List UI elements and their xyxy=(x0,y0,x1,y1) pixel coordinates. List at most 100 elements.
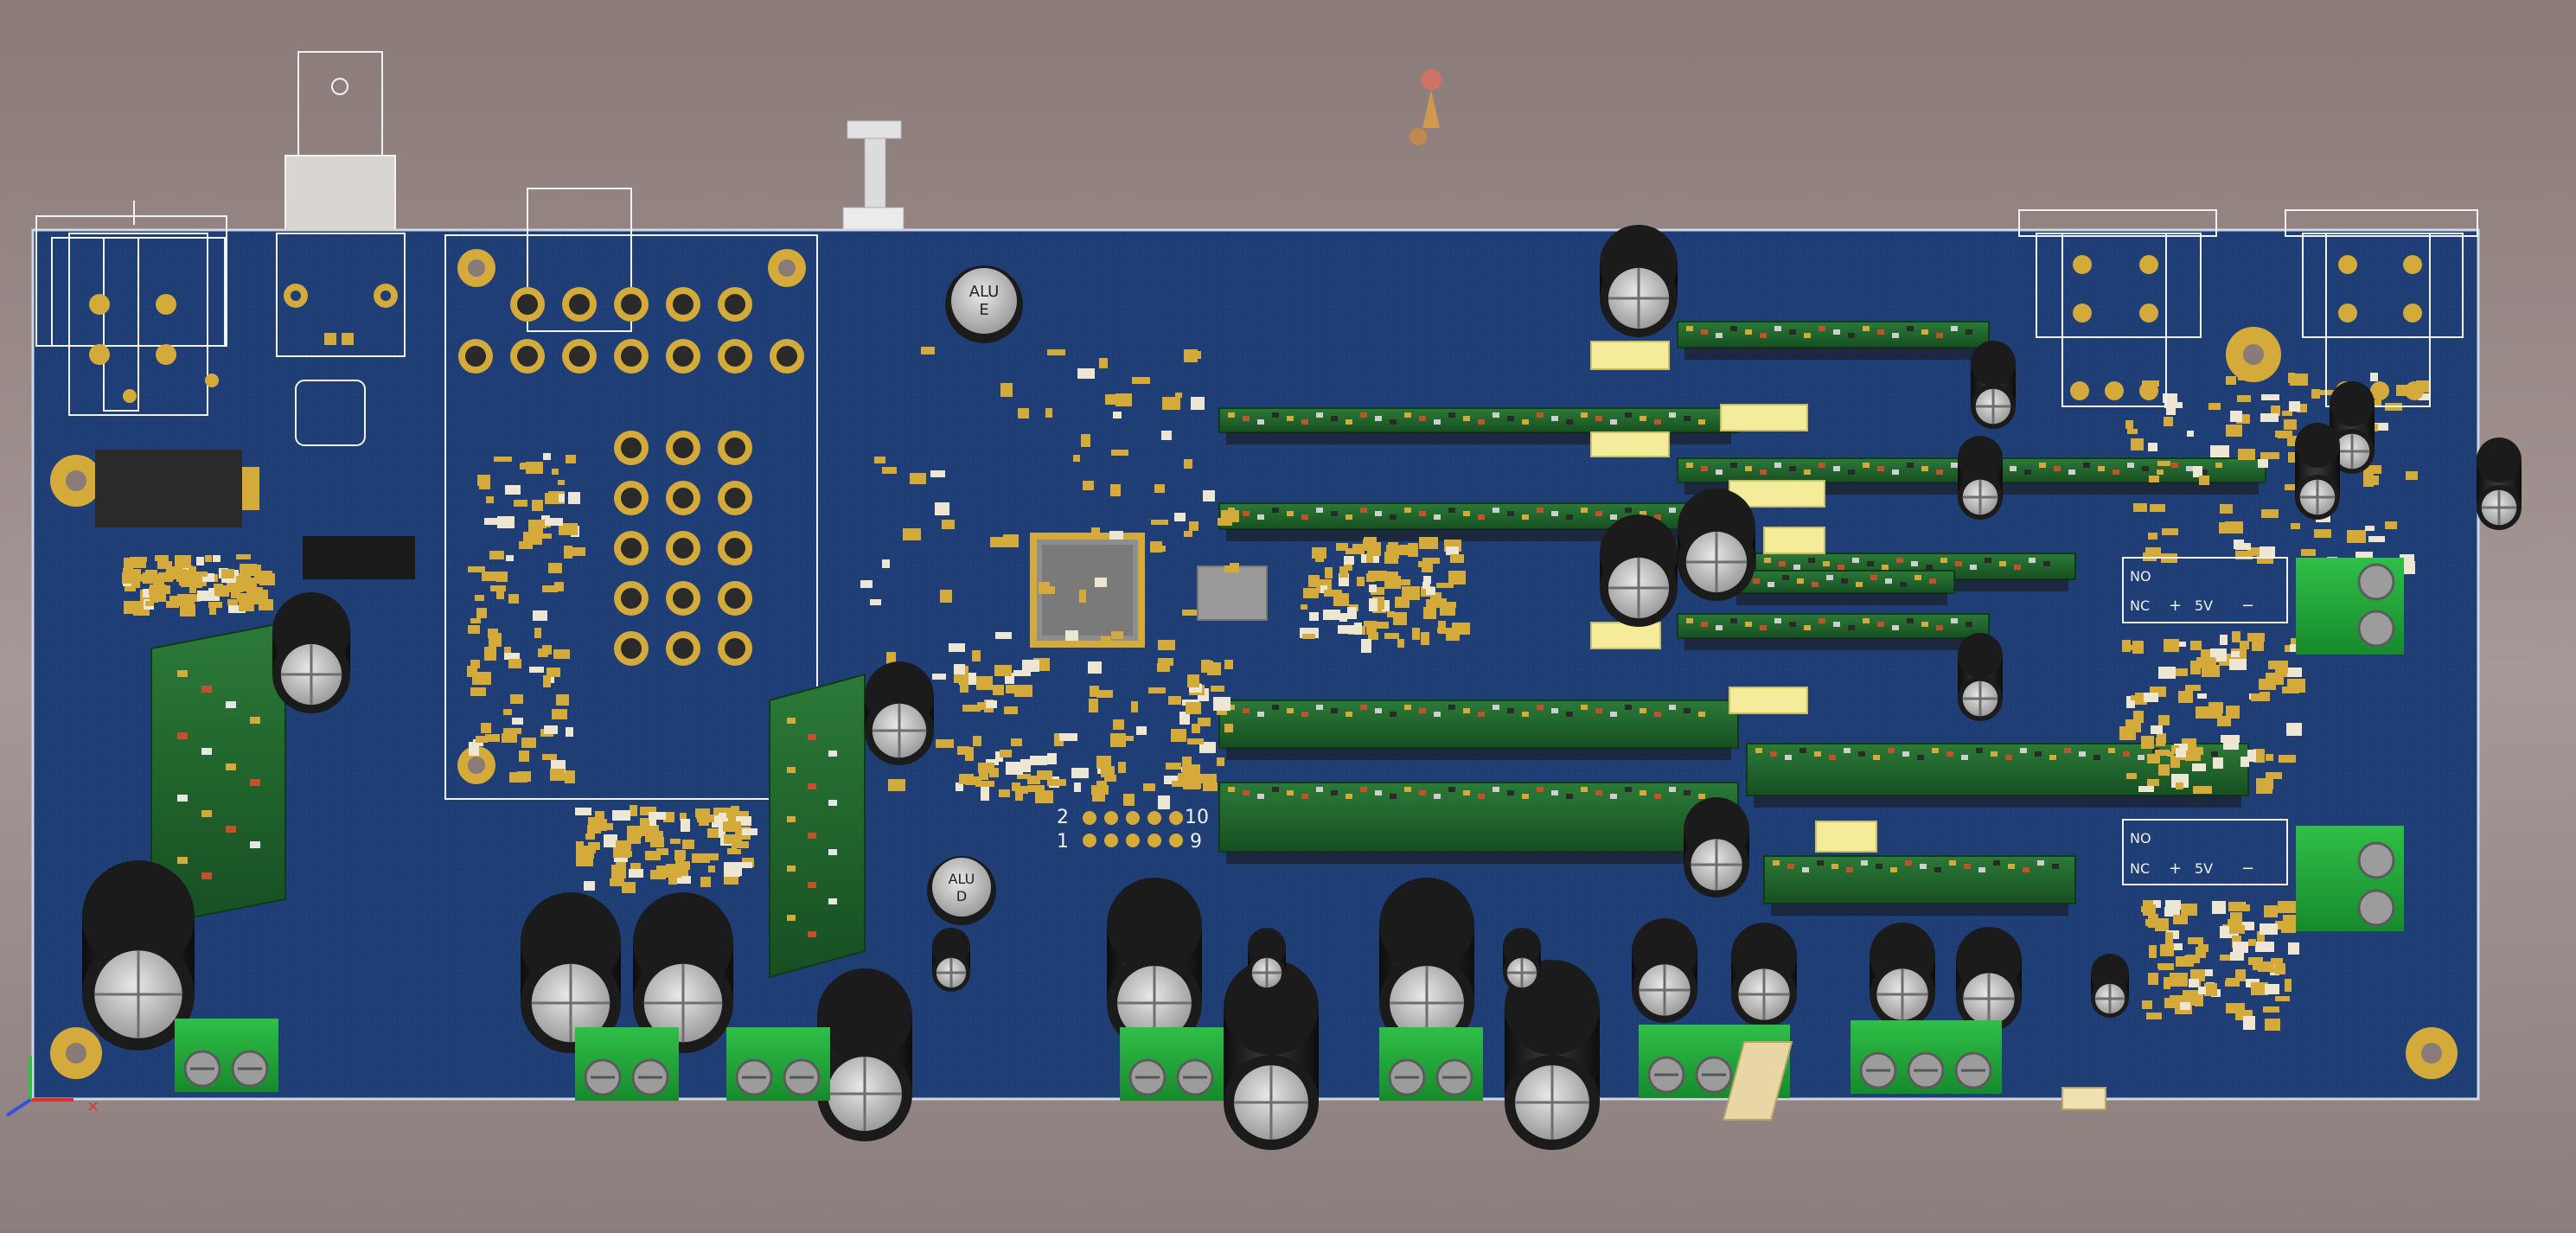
smd-pad xyxy=(1203,783,1218,791)
connector-pad-hole xyxy=(673,488,694,508)
daughterboard-part xyxy=(1390,514,1397,520)
header-label-1: 1 xyxy=(1057,831,1069,853)
smd-pad xyxy=(1175,393,1182,398)
daughterboard-part xyxy=(1819,326,1825,331)
daughterboard-part xyxy=(1346,514,1352,520)
daughterboard-part xyxy=(1272,705,1279,710)
daughterboard-part xyxy=(1316,787,1323,792)
smd-pad xyxy=(942,520,955,529)
smd-pad xyxy=(1111,450,1128,456)
daughterboard-part xyxy=(1755,748,1762,753)
daughterboard-part xyxy=(1863,326,1870,331)
daughterboard-part xyxy=(1669,787,1676,792)
smd-pad xyxy=(2170,973,2188,987)
daughterboard-part xyxy=(1870,575,1877,580)
smd-pad xyxy=(175,555,191,568)
smd-pad xyxy=(2260,413,2279,422)
smd-pad xyxy=(1065,630,1078,641)
smd-pad xyxy=(1110,484,1121,496)
daughterboard-part xyxy=(1799,748,1806,753)
daughterboard-part xyxy=(1900,582,1907,587)
daughterboard-part xyxy=(1793,565,1800,570)
smd-pad xyxy=(622,882,636,893)
smd-pad xyxy=(2288,942,2299,955)
smd-pad xyxy=(470,618,481,623)
daughterboard-part xyxy=(1287,790,1294,795)
daughterboard-part xyxy=(2093,755,2100,760)
smd-pad xyxy=(2301,549,2316,556)
smd-pad xyxy=(565,770,575,783)
daughterboard-part xyxy=(1831,864,1838,869)
smd-pad xyxy=(886,652,896,664)
daughterboard-part xyxy=(1434,514,1441,520)
daughterboard-part xyxy=(2020,748,2027,753)
daughterboard-part xyxy=(1787,864,1794,869)
smd-pad xyxy=(630,805,637,816)
smd-pad xyxy=(616,840,631,850)
vertical-daughterboard-part xyxy=(828,800,837,806)
daughterboard-part xyxy=(1829,755,1836,760)
smd-pad xyxy=(1047,349,1065,355)
daughterboard-part xyxy=(1773,860,1780,866)
smd-pad xyxy=(1154,484,1165,493)
smd-pad xyxy=(1037,770,1052,780)
smd-pad xyxy=(1157,663,1170,672)
daughterboard-part xyxy=(1921,466,1928,471)
daughterboard-part xyxy=(1287,511,1294,516)
daughterboard-shadow xyxy=(1226,852,1731,864)
smd-pad xyxy=(2125,420,2133,429)
daughterboard-part xyxy=(1360,412,1367,418)
daughterboard-part xyxy=(2127,463,2134,468)
smd-pad xyxy=(680,813,687,821)
smd-pad xyxy=(1189,684,1202,693)
smd-pad xyxy=(2406,471,2418,480)
smd-pad xyxy=(1382,572,1398,578)
smd-pad xyxy=(1364,621,1377,627)
smd-pad xyxy=(2158,667,2176,679)
smd-pad xyxy=(1074,783,1081,792)
smd-pad xyxy=(1166,763,1181,770)
daughterboard-part xyxy=(1770,751,1777,757)
daughterboard-part xyxy=(1625,412,1632,418)
daughterboard-part xyxy=(1999,561,2006,566)
smd-pad xyxy=(965,776,981,785)
smd-pad xyxy=(2171,745,2179,754)
daughterboard-part xyxy=(1844,748,1851,753)
smd-pad xyxy=(228,605,246,613)
header-pin xyxy=(1169,811,1183,825)
smd-pad xyxy=(2189,747,2203,755)
daughterboard-part xyxy=(1920,864,1927,869)
smd-pad xyxy=(2282,411,2292,416)
smd-pad xyxy=(1325,567,1333,578)
smd-pad xyxy=(520,463,528,470)
smd-pad xyxy=(575,808,591,815)
smd-pad xyxy=(1091,527,1100,537)
smd-pad xyxy=(2285,484,2299,490)
daughterboard-part xyxy=(1907,463,1914,468)
daughterboard-part xyxy=(1272,787,1279,792)
relay-2-label-no: NO xyxy=(2130,830,2151,846)
daughterboard-part xyxy=(1448,412,1455,418)
smd-pad xyxy=(720,808,737,815)
left-audio-connector xyxy=(35,201,227,416)
smd-pad xyxy=(727,848,737,854)
daughterboard-part xyxy=(1985,558,1991,563)
smd-pad xyxy=(2266,754,2273,761)
smd-pad xyxy=(566,547,585,556)
daughterboard-part xyxy=(1493,508,1499,513)
smd-pad xyxy=(2220,955,2231,961)
smd-pad xyxy=(484,518,497,525)
relay-2-label-nc: NC xyxy=(2130,860,2150,877)
relay-2-footprint: NO NC 5V + − xyxy=(2122,819,2288,885)
smd-pad xyxy=(1000,383,1013,397)
smd-pad xyxy=(1122,736,1134,741)
smd-pad xyxy=(1054,733,1064,746)
smd-pad xyxy=(1446,602,1456,608)
smd-pad xyxy=(1089,699,1098,712)
smd-pad xyxy=(2275,996,2290,1001)
smd-pad xyxy=(2221,735,2240,743)
header-pin xyxy=(1147,811,1161,825)
main-mcu-chip[interactable] xyxy=(1030,533,1268,648)
